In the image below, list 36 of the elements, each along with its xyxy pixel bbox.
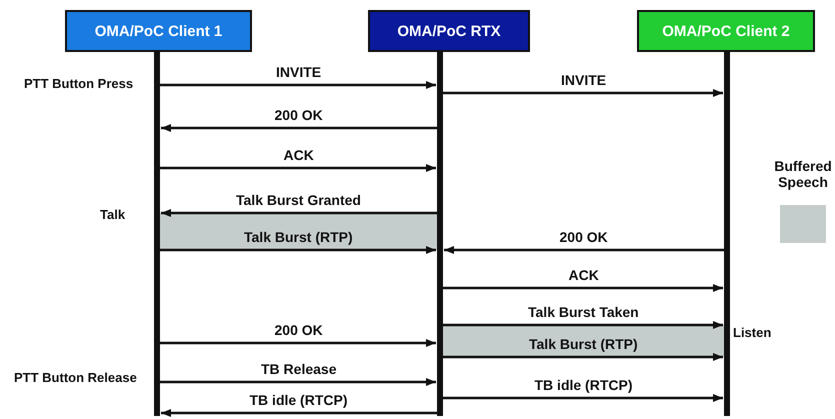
state-label: PTT Button Press	[24, 76, 134, 91]
message-label: INVITE	[276, 64, 322, 80]
message-arrow	[444, 246, 724, 254]
message-arrow	[161, 124, 437, 132]
message-arrow	[161, 209, 437, 217]
message-arrow	[443, 321, 723, 329]
message-arrow	[161, 409, 437, 417]
message-label: Talk Burst (RTP)	[244, 229, 353, 245]
legend-label: Buffered Speech	[773, 158, 833, 190]
participant-box: OMA/PoC Client 2	[637, 10, 815, 52]
message-arrow	[443, 394, 723, 402]
message-label: ACK	[568, 267, 599, 283]
message-label: INVITE	[561, 72, 606, 88]
message-arrow	[443, 284, 723, 292]
message-arrow	[160, 246, 436, 254]
message-label: 200 OK	[274, 107, 323, 123]
message-label: ACK	[284, 147, 314, 163]
message-label: Talk Burst Granted	[236, 192, 361, 208]
message-label: Talk Burst Taken	[528, 304, 639, 320]
state-label: Talk	[100, 207, 126, 222]
message-arrow	[443, 89, 723, 97]
state-label: PTT Button Release	[14, 370, 137, 385]
participant-box: OMA/PoC Client 1	[65, 10, 252, 52]
message-arrow	[160, 378, 436, 386]
participant-box: OMA/PoC RTX	[368, 10, 530, 52]
message-label: 200 OK	[560, 229, 608, 245]
state-label: Listen	[733, 325, 772, 340]
message-arrow	[160, 164, 436, 172]
message-label: TB Release	[261, 361, 336, 377]
message-arrow	[160, 81, 436, 89]
message-arrow	[443, 353, 723, 361]
message-arrow	[160, 339, 436, 347]
message-label: TB idle (RTCP)	[250, 392, 348, 408]
message-label: 200 OK	[274, 322, 323, 338]
message-label: Talk Burst (RTP)	[529, 336, 638, 352]
message-label: TB idle (RTCP)	[534, 377, 632, 393]
